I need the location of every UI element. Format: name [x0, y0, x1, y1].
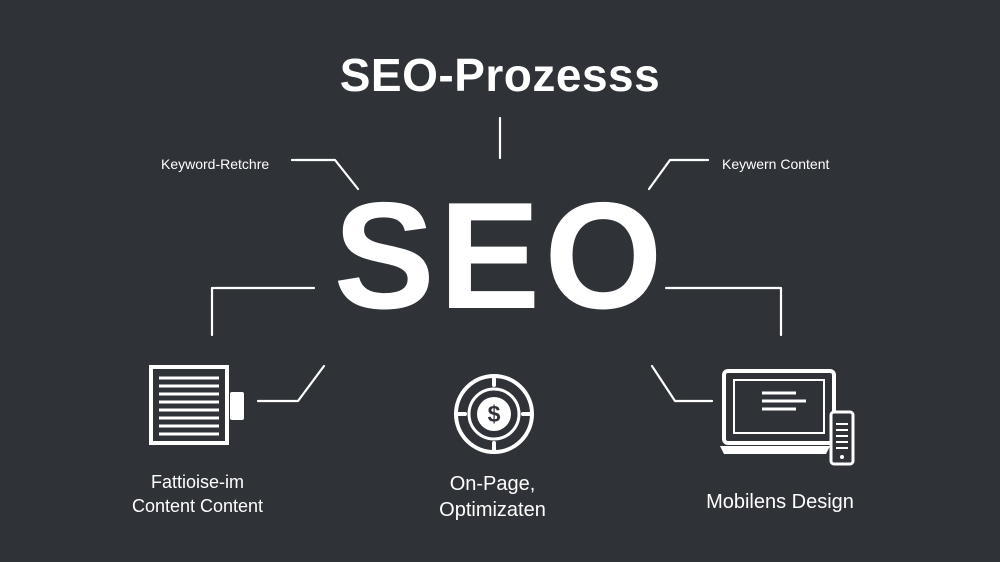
content-node-line1: Fattioise-im [150, 472, 244, 492]
content-node-caption: Fattioise-im Content Content [120, 470, 275, 518]
center-seo-word: SEO [333, 171, 667, 341]
connector-right-branch [664, 286, 783, 337]
content-node-line2: Content Content [131, 496, 264, 516]
connector-left-branch [210, 286, 316, 337]
dollar-coin-icon: $ [454, 374, 534, 454]
connector-content-node [256, 364, 326, 403]
document-icon [149, 365, 244, 445]
connector-mobile-node [650, 364, 714, 403]
diagram-title: SEO-Prozesss [339, 49, 661, 101]
keyword-content-label: Keywern Content [722, 156, 830, 172]
connector-keyword-right [647, 158, 710, 191]
monitor-phone-icon [720, 369, 855, 466]
mobile-node-caption: Mobilens Design [680, 490, 880, 514]
svg-text:$: $ [488, 401, 501, 427]
onpage-node-line1: On-Page, [449, 473, 536, 495]
connector-keyword-left [290, 158, 360, 191]
onpage-node-line2: Optimizaten [439, 499, 546, 521]
keyword-research-label: Keyword-Retchre [161, 156, 270, 172]
onpage-node-caption: On-Page, Optimizaten [400, 471, 585, 523]
mobile-node-line1: Mobilens Design [706, 491, 854, 513]
